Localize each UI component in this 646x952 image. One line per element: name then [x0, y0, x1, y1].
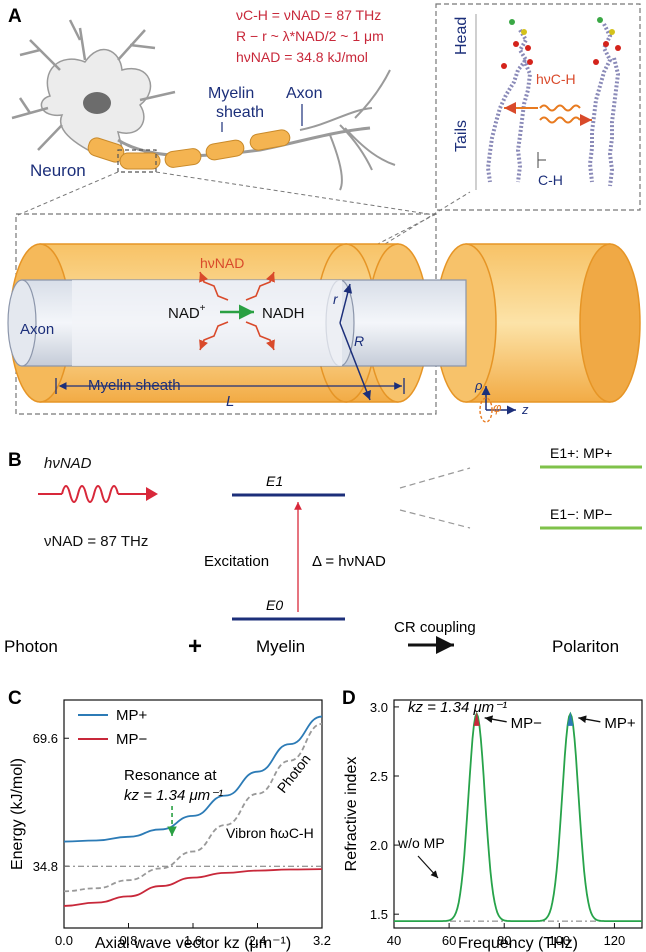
mp-minus-level-label: E1−: MP− — [550, 506, 612, 522]
x-tick-label: 80 — [497, 933, 511, 948]
equation-frequency: νC-H = νNAD = 87 THz — [236, 7, 381, 23]
emission-arrows — [199, 271, 275, 351]
mp-plus-level-label: E1+: MP+ — [550, 445, 612, 461]
photon-frequency-label: νNAD = 87 THz — [44, 533, 148, 550]
x-tick-label: 3.2 — [313, 933, 331, 948]
svg-text:ρ: ρ — [474, 378, 483, 393]
hv-nad-label: hνNAD — [200, 255, 244, 271]
y-tick-label: 2.0 — [370, 838, 388, 853]
r-label: r — [333, 291, 339, 307]
svg-text:φ: φ — [493, 400, 502, 415]
plus-sign: + — [188, 633, 202, 660]
y-tick-label: 1.5 — [370, 907, 388, 922]
plot-frame — [63, 699, 323, 929]
nadh-label: NADH — [262, 305, 305, 322]
panel-a-label: A — [8, 6, 22, 27]
myelin-label: Myelin — [256, 637, 305, 656]
x-tick-label: 0.8 — [119, 933, 137, 948]
L-label: L — [226, 393, 234, 410]
cr-coupling-label: CR coupling — [394, 619, 476, 636]
vibron-label: Vibron ħωC-H — [226, 825, 314, 841]
photon-curve-label: Photon — [274, 751, 314, 796]
coordinate-axes: ρ φ z — [474, 378, 529, 423]
equation-energy: hνNAD = 34.8 kJ/mol — [236, 49, 368, 65]
excitation-label: Excitation — [204, 553, 269, 570]
resonance-label: Resonance at — [124, 767, 217, 784]
peak-tip — [567, 711, 574, 726]
x-tick-label: 120 — [604, 933, 626, 948]
neuron-label: Neuron — [30, 161, 86, 180]
photon-wave-icon — [38, 485, 158, 503]
y-tick-label: 69.6 — [33, 731, 58, 746]
nad-plus-label: NAD+ — [168, 303, 206, 322]
plot-frame — [393, 699, 643, 929]
refractive-index-curve — [394, 711, 642, 922]
y-tick-label: 2.5 — [370, 769, 388, 784]
lipid-inset — [435, 3, 641, 211]
peak-tip — [473, 711, 480, 726]
panel-b-label: B — [8, 450, 22, 471]
lipid-molecule-right — [587, 17, 621, 187]
legend-label: MP+ — [116, 707, 148, 724]
head-label: Head — [453, 17, 470, 55]
neuron-illustration — [11, 19, 176, 151]
series-mp-plus — [63, 715, 323, 843]
zoom-box-small — [117, 149, 157, 173]
x-axis-label: Axial wave vector kz (μm⁻¹) — [95, 935, 291, 952]
wo-mp-label: w/o MP — [397, 835, 445, 851]
y-axis-label: Refractive index — [343, 757, 360, 872]
peak-label: MP− — [511, 715, 542, 732]
peak-arrow — [578, 715, 601, 724]
series-mp-minus — [63, 868, 323, 907]
x-tick-label: 0.0 — [55, 933, 73, 948]
ch-label: C-H — [538, 172, 563, 188]
peak-label: MP+ — [604, 715, 636, 732]
axon-cylinder — [7, 279, 467, 367]
photon-energy-label: hνNAD — [44, 455, 92, 472]
photon-label: Photon — [4, 637, 58, 656]
peak-arrow — [484, 715, 507, 724]
kz-label: kz = 1.34 μm⁻¹ — [408, 699, 507, 716]
x-tick-label: 2.4 — [248, 933, 266, 948]
svg-text:z: z — [521, 402, 529, 417]
x-axis-label: Frequency (THz) — [458, 935, 578, 952]
y-tick-label: 3.0 — [370, 700, 388, 715]
y-tick-label: 34.8 — [33, 859, 58, 874]
axon-top-label: Axon — [286, 85, 322, 102]
x-tick-label: 100 — [548, 933, 570, 948]
R-label: R — [354, 333, 364, 349]
resonance-k-label: kz = 1.34 μm⁻¹ — [124, 787, 223, 804]
legend-label: MP− — [116, 731, 148, 748]
x-tick-label: 1.6 — [184, 933, 202, 948]
equation-thickness: R − r ~ λ*NAD/2 ~ 1 μm — [236, 28, 384, 44]
panel-c-label: C — [8, 688, 22, 709]
myelinated-axon-illustration — [87, 69, 396, 191]
e0-label: E0 — [266, 597, 283, 613]
x-tick-label: 60 — [442, 933, 456, 948]
panel-d-label: D — [342, 688, 356, 709]
polariton-label: Polariton — [552, 637, 619, 656]
axon-label: Axon — [20, 321, 54, 338]
y-axis-label: Energy (kJ/mol) — [9, 758, 26, 870]
tails-label: Tails — [453, 120, 470, 152]
hv-ch-label: hνC-H — [536, 71, 576, 87]
series-photon — [63, 723, 323, 893]
lipid-molecule-left — [485, 19, 533, 183]
x-tick-label: 40 — [387, 933, 401, 948]
delta-label: Δ = hνNAD — [312, 553, 386, 570]
wo-mp-arrow — [417, 855, 439, 879]
e1-label: E1 — [266, 473, 283, 489]
